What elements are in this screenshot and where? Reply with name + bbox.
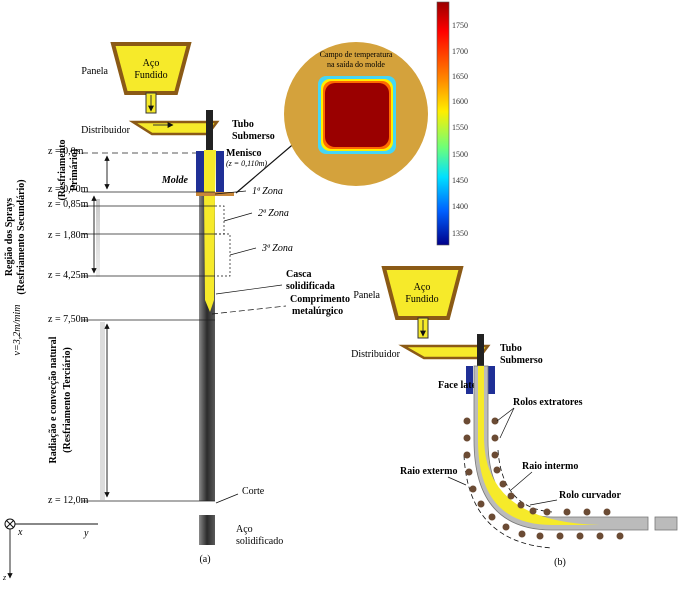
tundish-label: Distribuidor (81, 125, 131, 136)
velocity-label: v=3,2m/mim (12, 305, 23, 356)
colorbar: 1750 1700 1650 1600 1550 1500 1450 1400 … (436, 1, 468, 246)
svg-text:z = 7,50m: z = 7,50m (48, 314, 89, 325)
svg-text:z: z (2, 573, 7, 582)
svg-text:Aço: Aço (143, 58, 160, 69)
svg-text:Menisco: Menisco (226, 148, 262, 159)
svg-text:Fundido: Fundido (134, 70, 167, 81)
cut-label: Corte (242, 486, 265, 497)
mold-left-plate (196, 151, 204, 193)
svg-text:Primário): Primário) (69, 149, 80, 191)
tundish (128, 120, 220, 136)
svg-text:z = 0,70m: z = 0,70m (48, 184, 89, 195)
ladle-b: Aço Fundido (381, 266, 464, 339)
rolls (463, 417, 624, 540)
caption-a: (a) (199, 554, 210, 565)
svg-text:1600: 1600 (452, 97, 468, 106)
svg-text:Face lateral: Face lateral (438, 380, 488, 391)
svg-text:Tubo: Tubo (500, 343, 522, 354)
svg-text:Aço: Aço (414, 282, 431, 293)
svg-text:solidificado: solidificado (236, 536, 283, 547)
svg-text:Submerso: Submerso (500, 355, 543, 366)
svg-text:1500: 1500 (452, 150, 468, 159)
svg-text:1750: 1750 (452, 21, 468, 30)
svg-text:Rolos extratores: Rolos extratores (513, 397, 583, 408)
ladle: Aço Fundido (110, 42, 192, 114)
svg-text:Rolo curvador: Rolo curvador (559, 490, 622, 501)
submerged-nozzle (206, 110, 213, 164)
svg-text:1550: 1550 (452, 123, 468, 132)
svg-text:y: y (83, 528, 89, 539)
svg-text:z = 12,0m: z = 12,0m (48, 495, 89, 506)
liquid-core (204, 150, 216, 312)
svg-text:(Resfriamento Secundário): (Resfriamento Secundário) (16, 179, 27, 294)
svg-text:Distribuidor: Distribuidor (351, 349, 401, 360)
svg-text:Campo de temperatura: Campo de temperatura (320, 50, 393, 59)
z-level-labels: z = 0,0m z = 0,70m z = 0,85m z = 1,80m z… (48, 146, 89, 506)
region-labels: (Resfriamento Primário) Região dos Spray… (4, 139, 80, 463)
svg-text:Tubo: Tubo (232, 119, 254, 130)
svg-text:1400: 1400 (452, 202, 468, 211)
mold-right-plate (216, 151, 224, 193)
svg-text:z = 0,0m: z = 0,0m (48, 146, 84, 157)
svg-text:metalúrgico: metalúrgico (292, 306, 343, 317)
svg-text:Raio intermo: Raio intermo (522, 461, 578, 472)
svg-text:z = 1,80m: z = 1,80m (48, 230, 89, 241)
svg-text:Casca: Casca (286, 269, 312, 280)
caption-b: (b) (554, 557, 566, 568)
svg-text:1450: 1450 (452, 176, 468, 185)
svg-text:na saída do molde: na saída do molde (327, 60, 385, 69)
svg-text:1700: 1700 (452, 47, 468, 56)
axes-symbol: x y z (2, 518, 98, 582)
svg-text:1650: 1650 (452, 72, 468, 81)
svg-text:z = 4,25m: z = 4,25m (48, 270, 89, 281)
svg-text:1ª Zona: 1ª Zona (252, 186, 283, 197)
svg-text:Submerso: Submerso (232, 131, 275, 142)
ladle-label: Panela (81, 66, 108, 77)
svg-text:3ª Zona: 3ª Zona (261, 243, 293, 254)
svg-text:Panela: Panela (353, 290, 380, 301)
svg-text:z = 0,85m: z = 0,85m (48, 199, 89, 210)
svg-text:1350: 1350 (452, 229, 468, 238)
temperature-field: Campo de temperatura na saída do molde (235, 42, 428, 194)
mold-label: Molde (161, 175, 189, 186)
svg-text:(Resfriamento: (Resfriamento (57, 139, 68, 200)
svg-text:(Resfriamento Terciário): (Resfriamento Terciário) (62, 347, 73, 453)
svg-text:x: x (17, 527, 23, 538)
svg-text:Região dos Sprays: Região dos Sprays (4, 198, 15, 276)
cut-billet (199, 515, 215, 545)
svg-text:Fundido: Fundido (405, 294, 438, 305)
right-panel-b: Aço Fundido Panela Distribuidor Tubo Sub… (351, 266, 678, 568)
svg-text:solidificada: solidificada (286, 281, 335, 292)
svg-text:(z = 0,110m): (z = 0,110m) (226, 159, 267, 168)
svg-text:Comprimento: Comprimento (290, 294, 350, 305)
left-panel-a: Aço Fundido Panela Distribuidor Tubo Sub… (2, 42, 350, 582)
svg-text:Radiação e convecção natural: Radiação e convecção natural (48, 336, 59, 463)
svg-text:Aço: Aço (236, 524, 253, 535)
svg-text:Raio extermo: Raio extermo (400, 466, 457, 477)
svg-text:2ª Zona: 2ª Zona (258, 208, 289, 219)
